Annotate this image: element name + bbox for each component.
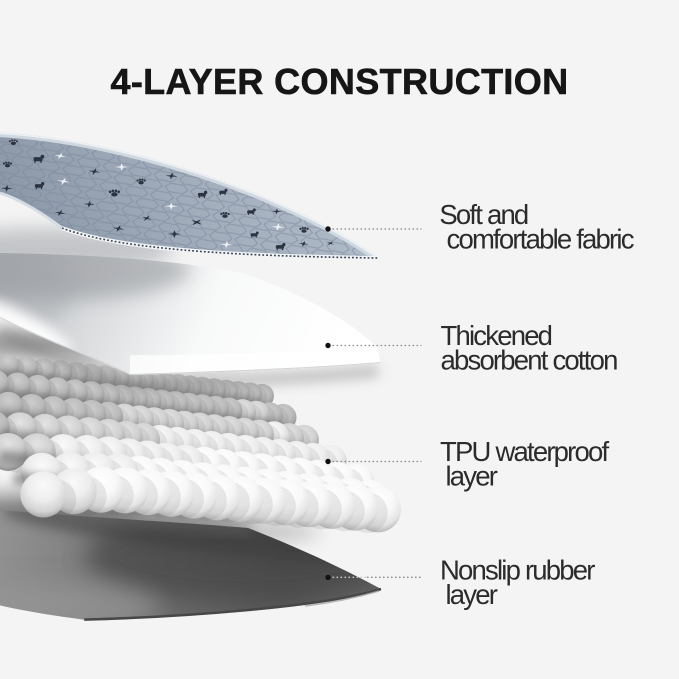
svg-text:Nonslip rubber: Nonslip rubber (440, 555, 595, 586)
svg-text:layer: layer (446, 461, 498, 492)
svg-text:Soft and: Soft and (439, 199, 528, 230)
svg-text:comfortable fabric: comfortable fabric (447, 224, 635, 255)
svg-text:Thickened: Thickened (441, 320, 552, 351)
svg-text:TPU waterproof: TPU waterproof (440, 436, 610, 467)
svg-text:layer: layer (446, 579, 498, 610)
svg-text:4-LAYER CONSTRUCTION: 4-LAYER CONSTRUCTION (110, 61, 568, 102)
svg-text:absorbent cotton: absorbent cotton (441, 345, 618, 376)
